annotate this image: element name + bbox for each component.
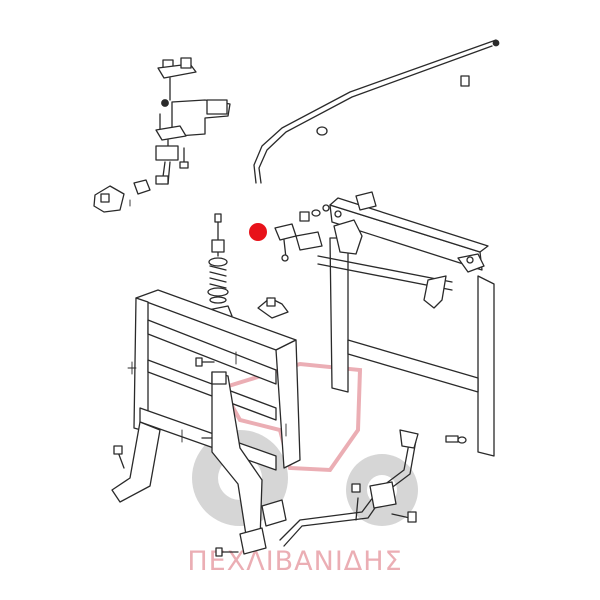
lower-support-rod — [279, 429, 419, 547]
long-rod — [253, 39, 500, 184]
hinge-bracket-assembly — [155, 57, 231, 185]
front-frame — [111, 289, 301, 557]
rear-frame — [317, 191, 495, 457]
marker-bracket — [274, 209, 323, 262]
watermark-tractor-outline — [219, 361, 363, 473]
saddle-bracket — [257, 297, 289, 319]
watermark-text: ΠΕΧΛΙΒΑΝΙΔΗΣ — [187, 546, 402, 577]
red-marker-dot — [249, 223, 267, 241]
spring-bolt — [207, 213, 233, 321]
rubber-block — [93, 179, 151, 213]
